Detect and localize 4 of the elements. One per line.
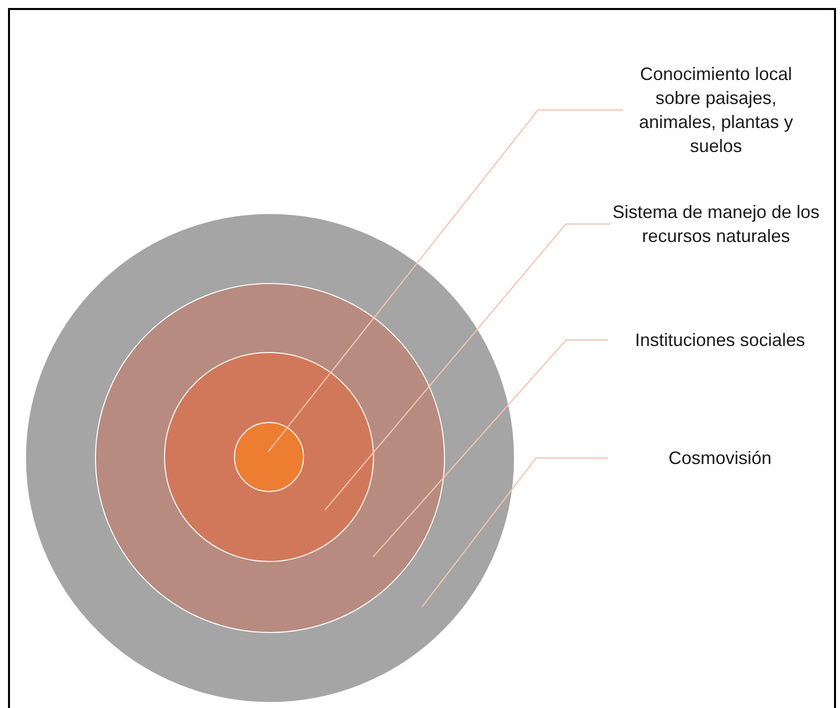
leader-line <box>268 109 623 452</box>
leader-line <box>324 223 610 510</box>
leader-line <box>372 339 608 558</box>
leader-line <box>422 457 608 608</box>
